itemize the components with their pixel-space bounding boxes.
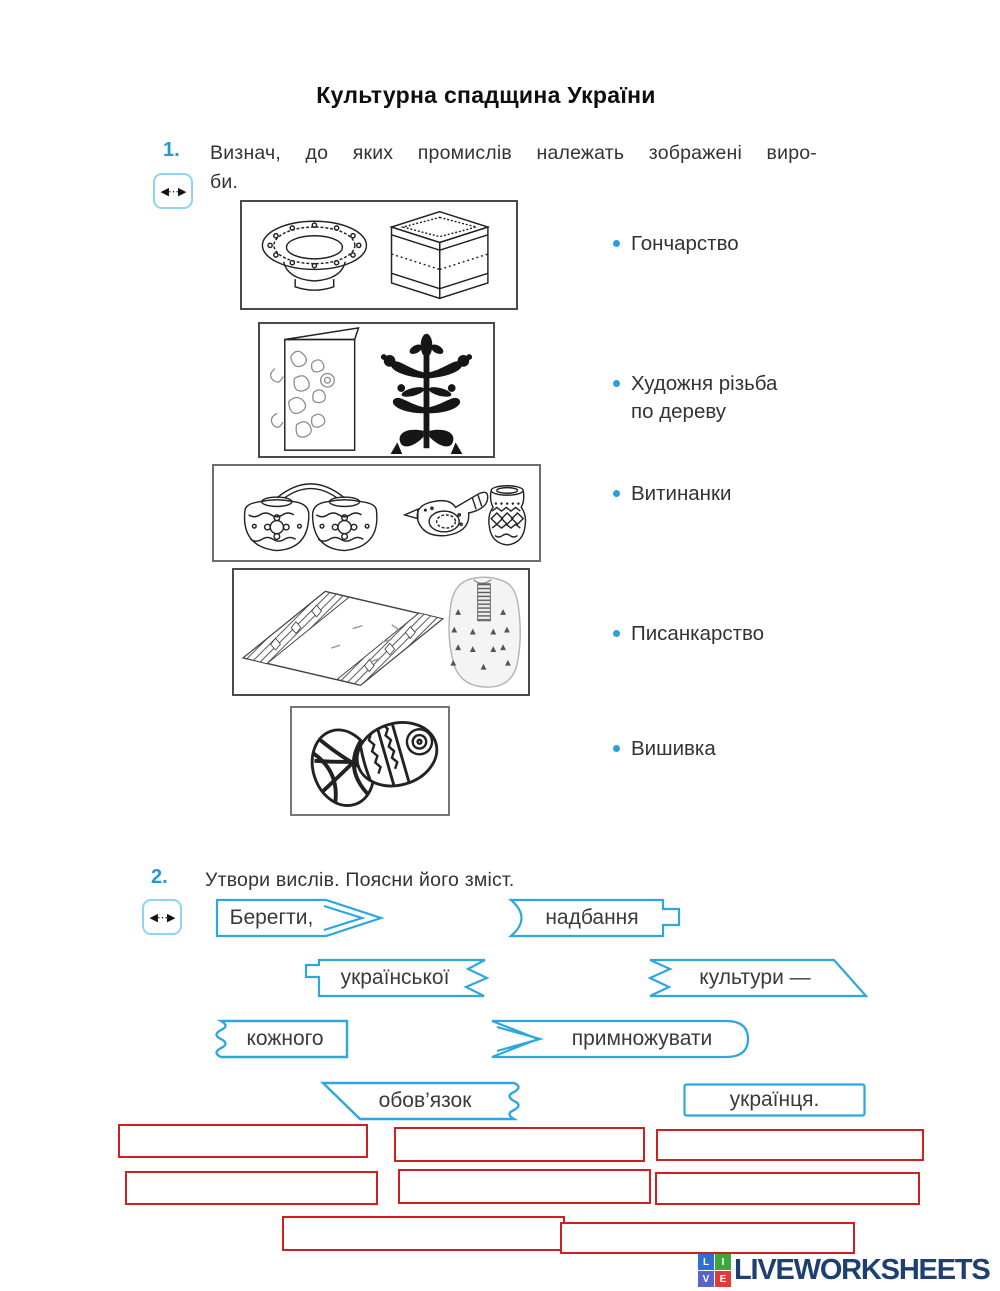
logo-square-e: E [715,1271,731,1287]
task1-instruction: Визнач, до яких промислів належать зобра… [210,139,817,197]
word-piece-prymnozhuvaty[interactable]: примножувати [484,1018,752,1060]
option-label: Художня різьба по дереву [631,372,778,423]
answer-dropzone-6[interactable] [655,1172,920,1205]
liveworksheets-logo-squares: L I V E [698,1254,731,1287]
answer-dropzone-1[interactable] [118,1124,368,1158]
word-piece-label: обов’язок [378,1089,472,1112]
illustration-box-pysanky [290,706,450,816]
word-piece-kultury[interactable]: культури — [628,957,870,999]
liveworksheets-logo-text: LIVEWORKSHEETS [734,1254,991,1286]
page-title: Культурна спадщина України [316,82,656,108]
drag-handle-icon[interactable]: ◀⋯▶ [153,173,193,209]
option-row-honcharstvo[interactable]: Гончарство [613,230,739,258]
word-piece-label: української [340,966,450,989]
logo-square-l: L [698,1254,714,1270]
word-piece-label: примножувати [571,1027,713,1050]
task1-instruction-line2: би. [210,171,239,193]
illustration-box-embroidery [232,568,530,696]
answer-dropzone-7[interactable] [282,1216,565,1251]
option-row-vytynanky[interactable]: Витинанки [613,480,731,508]
liveworksheets-logo[interactable]: L I V E LIVEWORKSHEETS [698,1254,991,1287]
vytynanka-card-and-tree-illustration [270,326,473,455]
bullet-icon [613,490,620,497]
word-piece-label: Берегти, [229,906,314,929]
task2-number: 2. [151,866,168,888]
task2-instruction: Утвори вислів. Поясни його зміст. [205,869,515,891]
logo-square-v: V [698,1271,714,1287]
word-piece-label: кожного [246,1027,324,1050]
option-row-rizba[interactable]: Художня різьба по дереву [613,370,813,426]
word-piece-label: культури — [699,966,811,989]
word-piece-label: українця. [729,1088,820,1111]
option-label: Писанкарство [631,622,765,645]
bullet-icon [613,380,620,387]
carved-wooden-bowl-and-box-illustration [261,210,491,300]
word-piece-ukraintsia[interactable]: українця. [683,1083,866,1117]
logo-square-i: I [715,1254,731,1270]
ceramic-twin-pots-bird-whistle-vase-illustration [243,483,527,552]
vyshyvanka-shirt [448,576,521,688]
answer-dropzone-8[interactable] [560,1222,855,1254]
option-label: Вишивка [631,737,716,760]
option-row-pysankarstvo[interactable]: Писанкарство [613,620,764,648]
bullet-icon [613,240,620,247]
word-piece-ukrainskoi[interactable]: української [303,957,513,999]
word-piece-oboviazok[interactable]: обов’язок [318,1080,536,1122]
option-row-vyshyvka[interactable]: Вишивка [613,735,716,763]
answer-dropzone-3[interactable] [656,1129,924,1161]
task1-instruction-line1: Визнач, до яких промислів належать зобра… [210,142,817,164]
bullet-icon [613,745,620,752]
word-piece-berehty[interactable]: Берегти, [214,897,386,939]
tree-of-life-silhouette [380,333,473,455]
answer-dropzone-4[interactable] [125,1171,378,1205]
word-piece-kozhnoho[interactable]: кожного [211,1018,351,1060]
two-pysanky-eggs-illustration [303,719,439,810]
option-label: Витинанки [631,482,732,505]
illustration-box-wood-carving [240,200,518,310]
word-piece-label: надбання [545,906,639,929]
option-label: Гончарство [631,232,739,255]
word-piece-nadbannia[interactable]: надбання [487,897,683,939]
drag-handle-icon[interactable]: ◀⋯▶ [142,899,182,935]
illustration-box-pottery [212,464,541,562]
answer-dropzone-5[interactable] [398,1169,651,1204]
answer-dropzone-2[interactable] [394,1127,645,1162]
bullet-icon [613,630,620,637]
task1-number: 1. [163,139,180,161]
illustration-box-vytynanky [258,322,495,458]
embroidered-cloth-and-shirt-illustration [241,576,521,688]
